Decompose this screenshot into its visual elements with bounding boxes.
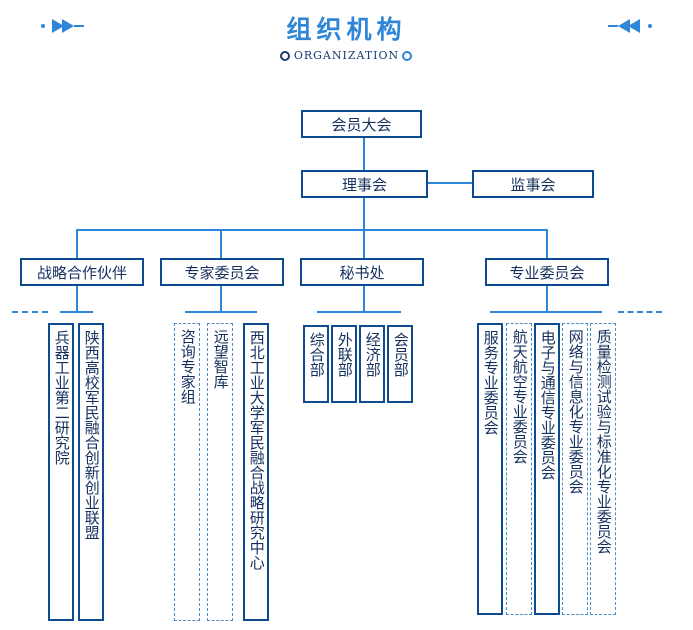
- connector: [220, 229, 222, 259]
- unit-box: 西北工业大学军民融合战略研究中心: [243, 323, 269, 621]
- unit-box: 外联部: [331, 325, 357, 403]
- unit-box: 兵器工业第二研究院: [48, 323, 74, 621]
- connector: [546, 284, 548, 312]
- connector: [490, 311, 602, 313]
- general-assembly-box: 会员大会: [301, 110, 422, 138]
- unit-box: 咨询专家组: [174, 323, 200, 621]
- branch-expert-committee: 专家委员会: [160, 258, 284, 286]
- unit-label: 咨询专家组: [178, 329, 197, 404]
- unit-box: 综合部: [303, 325, 329, 403]
- connector: [60, 311, 93, 313]
- unit-box: 陕西高校军民融合创新创业联盟: [78, 323, 104, 621]
- connector: [363, 284, 365, 312]
- unit-box: 远望智库: [207, 323, 233, 621]
- unit-label: 远望智库: [211, 329, 230, 389]
- separator-line: [618, 311, 662, 313]
- connector: [76, 229, 548, 231]
- council-box: 理事会: [301, 170, 428, 198]
- connector: [363, 136, 365, 171]
- unit-box: 航天航空专业委员会: [506, 323, 532, 615]
- unit-label: 电子与通信专业委员会: [538, 330, 557, 480]
- unit-label: 经济部: [363, 332, 382, 377]
- connector: [220, 284, 222, 312]
- connector: [546, 229, 548, 259]
- unit-label: 兵器工业第二研究院: [52, 330, 71, 465]
- unit-label: 航天航空专业委员会: [510, 329, 529, 464]
- unit-box: 电子与通信专业委员会: [534, 323, 560, 615]
- unit-label: 综合部: [307, 332, 326, 377]
- left-ring-icon: [280, 51, 290, 61]
- connector: [427, 182, 473, 184]
- unit-box: 质量检测试验与标准化专业委员会: [590, 323, 616, 615]
- left-arrow-ornament: [41, 19, 84, 33]
- unit-label: 会员部: [391, 332, 410, 377]
- unit-label: 外联部: [335, 332, 354, 377]
- branch-secretariat: 秘书处: [300, 258, 424, 286]
- connector: [363, 196, 365, 230]
- branch-professional-committee: 专业委员会: [485, 258, 609, 286]
- unit-box: 网络与信息化专业委员会: [562, 323, 588, 615]
- supervisors-box: 监事会: [472, 170, 594, 198]
- separator-line: [12, 311, 48, 313]
- connector: [185, 311, 257, 313]
- unit-box: 经济部: [359, 325, 385, 403]
- page-title: 组织机构: [286, 15, 407, 44]
- connector: [363, 229, 365, 259]
- right-arrow-ornament: [608, 19, 652, 33]
- page-subtitle: ORGANIZATION: [293, 49, 400, 62]
- unit-label: 陕西高校军民融合创新创业联盟: [82, 330, 101, 540]
- connector: [317, 311, 401, 313]
- unit-box: 服务专业委员会: [477, 323, 503, 615]
- unit-label: 网络与信息化专业委员会: [566, 329, 585, 494]
- unit-label: 质量检测试验与标准化专业委员会: [594, 329, 613, 554]
- unit-label: 西北工业大学军民融合战略研究中心: [247, 330, 266, 570]
- right-ring-icon: [402, 51, 412, 61]
- connector: [76, 229, 78, 259]
- unit-box: 会员部: [387, 325, 413, 403]
- unit-label: 服务专业委员会: [481, 330, 500, 435]
- branch-strategic-partners: 战略合作伙伴: [20, 258, 144, 286]
- connector: [76, 284, 78, 312]
